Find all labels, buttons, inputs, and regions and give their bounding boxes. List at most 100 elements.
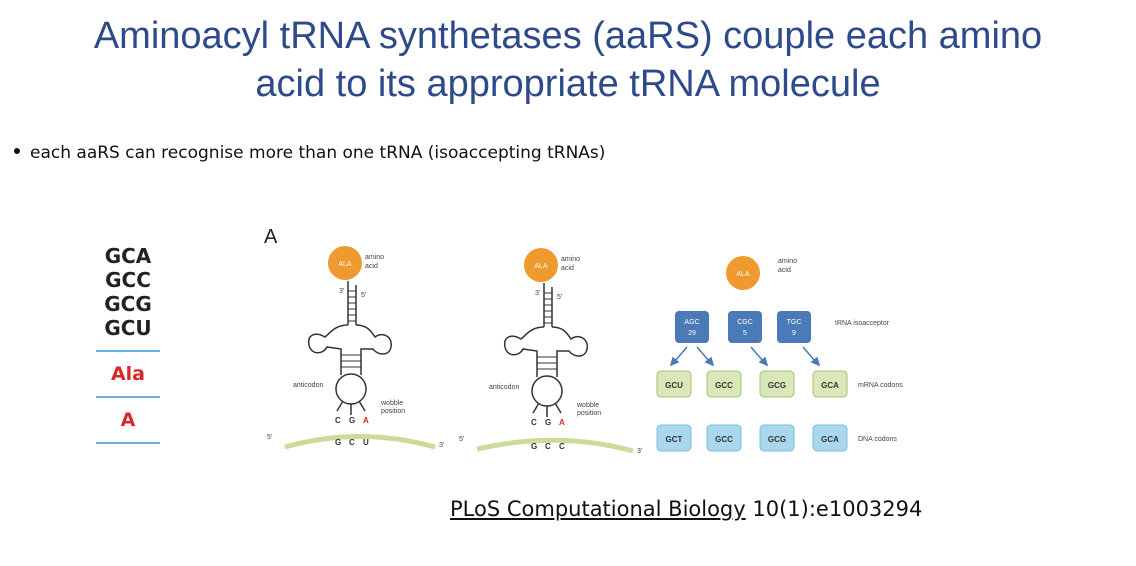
amino-label-2: acid [778, 267, 791, 274]
mrna-codon-1: GCU [665, 381, 683, 390]
wobble-label-1: wobble [576, 402, 599, 409]
aa-label: ALA [338, 261, 352, 268]
anticodon-base-2: G [349, 416, 355, 425]
citation-ref: 10(1):e1003294 [745, 497, 923, 521]
mrna-strand [476, 437, 634, 454]
mrna-5-label: 5' [267, 434, 272, 441]
dna-codons-label: DNA codons [858, 436, 897, 443]
anticodon-label: anticodon [489, 384, 519, 391]
stem-pairs [348, 290, 356, 322]
trna-count: 29 [688, 330, 696, 337]
title-line-2: acid to its appropriate tRNA molecule [255, 63, 881, 105]
mrna-codons-label: mRNA codons [858, 382, 903, 389]
title-line-1: Aminoacyl tRNA synthetases (aaRS) couple… [93, 15, 1043, 57]
trna-anticodon: AGC [684, 319, 699, 326]
amino-acid-name: Ala [110, 363, 146, 385]
cloverleaf-arms [503, 326, 588, 377]
anticodon-stem-pairs [341, 354, 361, 368]
anticodon-bases-stubs [532, 402, 562, 417]
divider [96, 396, 160, 398]
trna-anticodon: TGC [787, 319, 802, 326]
dna-codon-3: GCG [768, 435, 786, 444]
end-5-label: 5' [557, 294, 562, 301]
wobble-label-1: wobble [380, 400, 403, 407]
trna-anticodon: CGC [737, 319, 753, 326]
mrna-3-label: 3' [637, 448, 642, 455]
mrna-base-3: U [363, 438, 369, 447]
trna-isoacceptor-label: tRNA isoacceptor [835, 320, 890, 327]
journal-link[interactable]: PLoS Computational Biology [450, 497, 746, 521]
divider [96, 442, 160, 444]
mrna-base-1: G [335, 438, 341, 447]
trna-box-1: AGC 29 [675, 311, 709, 343]
amino-acid-letter: A [120, 409, 136, 431]
anticodon-base-3: A [559, 418, 565, 427]
codon-table: GCA GCC GCG GCU Ala A [96, 244, 160, 454]
trna-figure: ALA amino acid 3' 5' anticodon wobble po… [267, 246, 903, 455]
trna-count: 5 [743, 330, 747, 337]
trna-count: 9 [792, 330, 796, 337]
anticodon-base-1: C [531, 418, 537, 427]
mrna-base-3: C [559, 442, 565, 451]
amino-acid-ball [726, 256, 760, 290]
bullet-point: each aaRS can recognise more than one tR… [14, 143, 605, 163]
anticodon-bases-stubs [336, 400, 366, 415]
codon-4: GCU [104, 316, 152, 340]
amino-acid-ball [524, 248, 558, 282]
anticodon-base-3: A [363, 416, 369, 425]
arrow-head-icon [704, 356, 715, 367]
mrna-strand [284, 434, 436, 450]
amino-acid-ball [328, 246, 362, 280]
mrna-5-label: 5' [459, 436, 464, 443]
end-5-label: 5' [361, 292, 366, 299]
mrna-base-1: G [531, 442, 537, 451]
arrow-head-icon [758, 356, 769, 367]
codon-1: GCA [104, 244, 152, 268]
codon-3: GCG [104, 292, 152, 316]
stem-pairs [544, 292, 552, 324]
wobble-label-2: position [577, 410, 601, 417]
codon-2: GCC [105, 268, 151, 292]
anticodon-stem-pairs [537, 356, 557, 370]
anticodon-loop [335, 373, 367, 405]
dna-codon-2: GCC [715, 435, 733, 444]
aa-label: ALA [736, 271, 750, 278]
amino-label-1: amino [365, 254, 384, 261]
divider [96, 350, 160, 352]
anticodon-label: anticodon [293, 382, 323, 389]
bullet-dot-icon [14, 148, 20, 154]
trna-1: ALA amino acid 3' 5' anticodon wobble po… [267, 246, 444, 450]
dna-codon-1: GCT [666, 435, 683, 444]
isoacceptor-panel: ALA amino acid AGC 29 CGC 5 TGC 9 tRNA i… [656, 256, 903, 452]
wobble-label-2: position [381, 408, 405, 415]
mrna-3-label: 3' [439, 442, 444, 449]
amino-label-2: acid [365, 263, 378, 270]
citation: PLoS Computational Biology 10(1):e100329… [450, 497, 922, 521]
trna-2: ALA amino acid 3' 5' anticodon wobble po… [459, 248, 642, 455]
arrows [669, 346, 821, 367]
amino-label-1: amino [778, 258, 797, 265]
amino-label-1: amino [561, 256, 580, 263]
aa-label: ALA [534, 263, 548, 270]
arrow-head-icon [669, 356, 680, 367]
dna-codon-row: GCT GCC GCG GCA DNA codons [656, 424, 897, 452]
bullet-text: each aaRS can recognise more than one tR… [30, 143, 606, 163]
trna-box-3: TGC 9 [777, 311, 811, 343]
dna-codon-4: GCA [821, 435, 839, 444]
anticodon-base-1: C [335, 416, 341, 425]
end-3-label: 3' [339, 288, 344, 295]
mrna-codon-2: GCC [715, 381, 733, 390]
mrna-codon-row: GCU GCC GCG GCA mRNA codons [656, 370, 903, 398]
anticodon-base-2: G [545, 418, 551, 427]
amino-label-2: acid [561, 265, 574, 272]
mrna-codon-3: GCG [768, 381, 786, 390]
panel-label: A [264, 226, 278, 248]
cloverleaf-arms [307, 324, 392, 375]
mrna-base-2: C [349, 438, 355, 447]
mrna-codon-4: GCA [821, 381, 839, 390]
arrow-head-icon [810, 356, 821, 367]
mrna-base-2: C [545, 442, 551, 451]
anticodon-loop [531, 375, 563, 407]
end-3-label: 3' [535, 290, 540, 297]
slide-title: Aminoacyl tRNA synthetases (aaRS) couple… [40, 12, 1096, 108]
